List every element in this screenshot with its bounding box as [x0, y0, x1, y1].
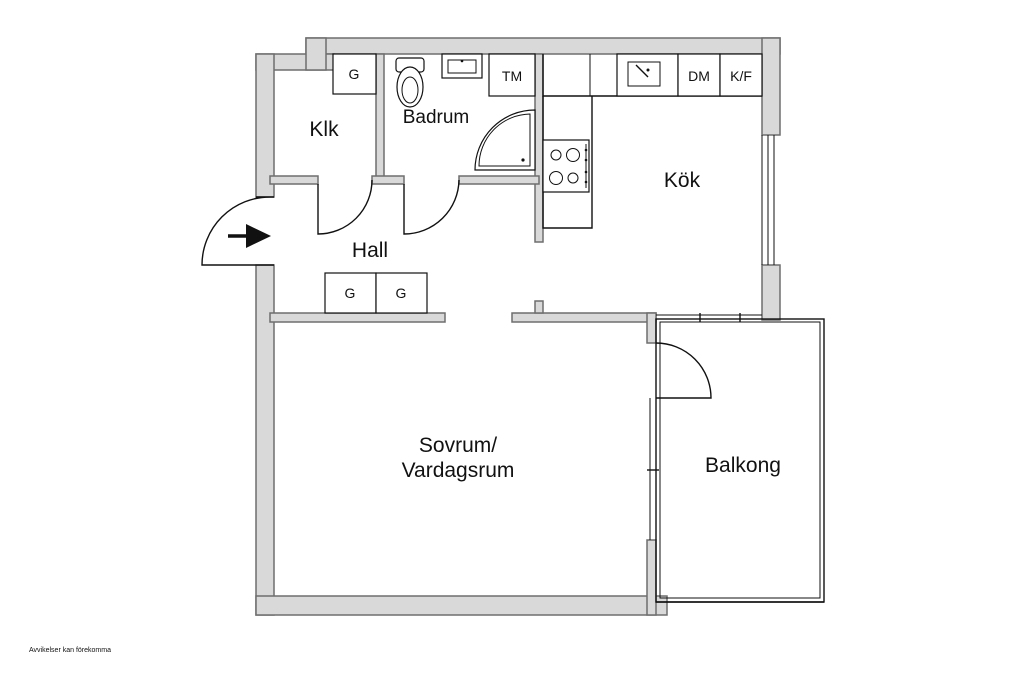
balcony [655, 318, 825, 603]
washing-machine-label: TM [502, 68, 522, 84]
room-label-badrum: Badrum [403, 107, 470, 128]
room-label-klk: Klk [309, 118, 339, 141]
wall-bottom [255, 595, 668, 616]
fridge-freezer-label: K/F [730, 68, 752, 84]
wall-living-balcony-lower [646, 539, 657, 616]
wall-hall-living-left [269, 312, 446, 323]
klk-door [317, 179, 373, 235]
stove-icon [549, 144, 588, 188]
klk-wardrobe [332, 53, 377, 95]
room-label-hall: Hall [352, 239, 388, 262]
wall-hall-living-right [511, 312, 657, 323]
wall-top [305, 37, 781, 55]
wall-right-kitchen [761, 37, 781, 136]
wall-klk-bath [375, 53, 385, 182]
dishwasher [677, 53, 721, 97]
fridge-freezer [719, 53, 763, 97]
kitchen-counter [542, 54, 762, 229]
wall-top-klk-step [305, 37, 327, 71]
hall-wardrobe-1 [324, 272, 377, 314]
klk-wardrobe-label: G [349, 66, 360, 82]
hall-wardrobe-2 [375, 272, 428, 314]
kitchen-sink-icon [616, 53, 679, 97]
bathroom-door [403, 179, 460, 235]
wall-hall-top-1 [269, 175, 319, 185]
balcony-door [655, 342, 712, 399]
walls [255, 37, 781, 616]
room-label-kok: Kök [664, 169, 701, 192]
wall-stub [534, 300, 544, 314]
entrance-door [201, 196, 274, 266]
wall-right-kitchen-lower [761, 264, 781, 321]
wall-hall-top-3 [458, 175, 540, 185]
room-label-balkong: Balkong [705, 454, 781, 477]
footnote: Avvikelser kan förekomma [29, 647, 111, 654]
room-label-sovrum: Sovrum/ [419, 434, 497, 457]
wall-bath-kitchen [534, 53, 544, 243]
wall-living-balcony [646, 312, 657, 344]
sink-icon [441, 53, 483, 79]
room-label-vardagsrum: Vardagsrum [402, 459, 515, 482]
arrow-right-icon [228, 224, 271, 248]
dishwasher-label: DM [688, 68, 710, 84]
shower-icon [474, 109, 536, 171]
washing-machine [488, 53, 536, 97]
hall-wardrobe-1-label: G [345, 285, 356, 301]
stove [542, 139, 590, 193]
hall-wardrobe-2-label: G [396, 285, 407, 301]
wall-hall-top-2 [371, 175, 405, 185]
windows [647, 135, 775, 540]
doors [201, 179, 712, 399]
toilet-icon [395, 57, 425, 108]
